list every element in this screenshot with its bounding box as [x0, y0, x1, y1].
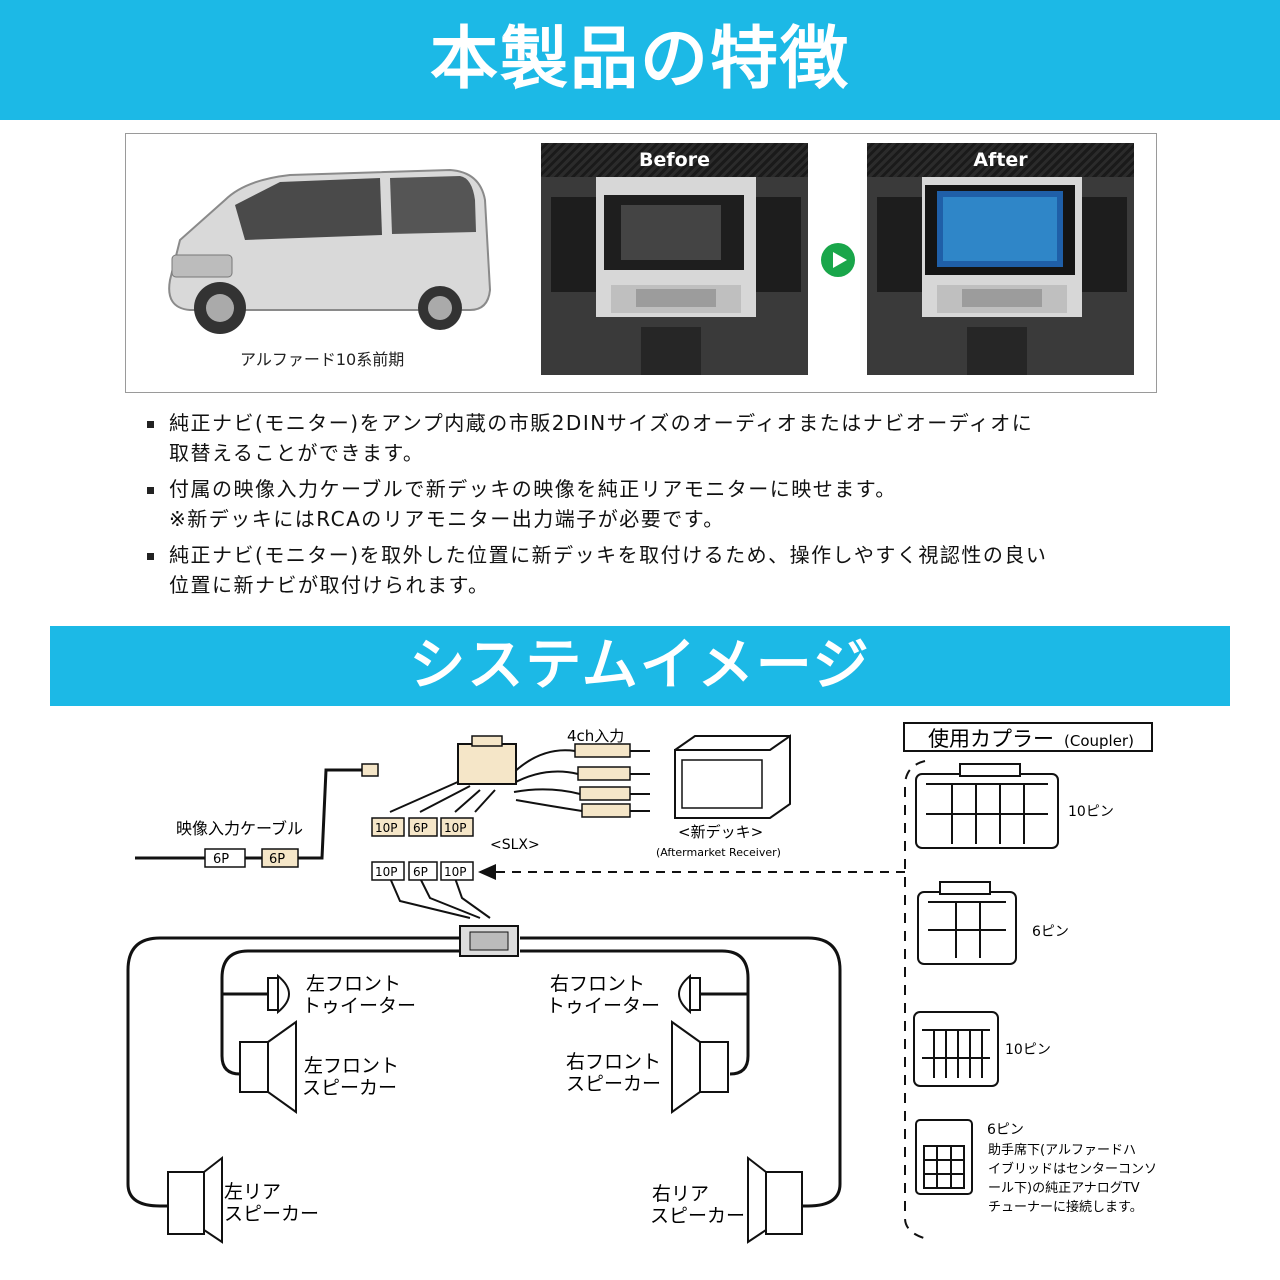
feature-text: 付属の映像入力ケーブルで新デッキの映像を純正リアモニターに映せます。	[169, 477, 897, 501]
rca-plug	[577, 766, 631, 781]
harness-lower	[389, 877, 491, 919]
rca-plug	[581, 803, 631, 818]
rca-cables	[509, 749, 583, 812]
left-front-speaker-label: 左フロント	[304, 1055, 399, 1077]
pin10-label: 10ピン	[1068, 804, 1114, 820]
label-6p: 6P	[413, 821, 428, 835]
after-label: After	[867, 143, 1134, 177]
left-front-speaker-label: スピーカー	[302, 1077, 397, 1099]
left-front-tweeter-label: 左フロント	[306, 973, 401, 995]
new-deck-en-label: (Aftermarket Receiver)	[656, 846, 781, 859]
input-4ch-label: 4ch入力	[567, 727, 624, 745]
wire-right-rear	[520, 936, 842, 1208]
label-10p: 10P	[375, 865, 398, 879]
wire-left-rear	[126, 936, 460, 1208]
rca-to-deck	[630, 750, 650, 812]
left-rear-speaker-label: 左リア	[224, 1181, 281, 1203]
coupler-6pin-b-icon	[915, 1119, 973, 1195]
label-10p: 10P	[444, 865, 467, 879]
coupler-10pin-b-icon	[913, 1011, 999, 1087]
coupler-title: 使用カプラー	[928, 727, 1054, 751]
pin6-note: ール下)の純正アナログTV	[988, 1181, 1140, 1196]
system-diagram: 6P 6P 映像入力ケーブル <SLX> 4ch入力 <新デッキ> (After…	[126, 722, 1157, 1244]
connector-10p	[440, 817, 474, 837]
pin10-label: 10ピン	[1005, 1042, 1051, 1058]
left-front-tweeter-label: トゥイーター	[302, 995, 416, 1017]
coupler-10pin-a-icon	[915, 763, 1059, 849]
label-6p: 6P	[269, 852, 285, 867]
feature-text: ※新デッキにはRCAのリアモニター出力端子が必要です。	[169, 507, 725, 531]
feature-item: 付属の映像入力ケーブルで新デッキの映像を純正リアモニターに映せます。 ※新デッキ…	[145, 474, 1145, 534]
right-rear-speaker-label: スピーカー	[650, 1205, 745, 1227]
coupler-en: (Coupler)	[1064, 732, 1134, 750]
video-plug-icon	[361, 763, 379, 777]
right-front-tweeter-label: 右フロント	[550, 973, 645, 995]
left-front-tweeter-icon	[267, 973, 290, 1015]
pin6-note: チューナーに接続します。	[988, 1199, 1143, 1215]
right-rear-speaker-icon	[747, 1155, 803, 1244]
slx-unit	[457, 743, 517, 785]
new-deck-label: <新デッキ>	[678, 823, 763, 841]
label-6p: 6P	[413, 865, 428, 879]
coupler-header	[903, 722, 1153, 752]
video-cable-label: 映像入力ケーブル	[176, 819, 303, 838]
rca-plug	[579, 786, 631, 801]
slx-label: <SLX>	[490, 837, 540, 853]
pin6-note: イブリッドはセンターコンソ	[988, 1161, 1157, 1177]
features-banner: 本製品の特徴	[0, 0, 1280, 120]
wire-right-front	[520, 949, 750, 1076]
feature-list: 純正ナビ(モニター)をアンプ内蔵の市販2DINサイズのオーディオまたはナビオーデ…	[145, 408, 1145, 606]
pin6-label: 6ピン	[1032, 924, 1069, 940]
connector-10p	[371, 861, 405, 881]
system-banner: システムイメージ	[50, 626, 1230, 706]
pin6-label: 6ピン	[987, 1122, 1024, 1138]
left-rear-speaker-icon	[167, 1155, 223, 1244]
play-arrow-icon	[821, 243, 855, 277]
pin6-note: 助手席下(アルファードハ	[988, 1142, 1136, 1158]
video-connector-6p-harness	[261, 848, 299, 868]
rca-plug	[574, 743, 631, 758]
connector-6p	[408, 861, 438, 881]
feature-text: 位置に新ナビが取付けられます。	[169, 573, 490, 597]
harness-upper	[389, 780, 496, 813]
wire-left-front	[220, 949, 460, 1076]
label-10p: 10P	[444, 821, 467, 835]
feature-text: 純正ナビ(モニター)を取外した位置に新デッキを取付けるため、操作しやすく視認性の…	[169, 543, 1048, 567]
right-front-tweeter-label: トゥイーター	[546, 995, 660, 1017]
connector-10p	[440, 861, 474, 881]
coupler-6pin-icon	[917, 881, 1017, 965]
right-front-speaker-label: スピーカー	[566, 1073, 661, 1095]
after-photo: After	[867, 143, 1134, 375]
car-illustration	[168, 168, 492, 334]
left-rear-speaker-label: スピーカー	[224, 1203, 319, 1225]
right-front-speaker-label: 右フロント	[566, 1051, 661, 1073]
before-photo: Before	[541, 143, 808, 375]
connector-10p	[371, 817, 405, 837]
feature-item: 純正ナビ(モニター)を取外した位置に新デッキを取付けるため、操作しやすく視認性の…	[145, 540, 1145, 600]
left-front-speaker-icon	[239, 1020, 297, 1114]
label-10p: 10P	[375, 821, 398, 835]
feature-text: 取替えることができます。	[169, 441, 425, 465]
before-label: Before	[541, 143, 808, 177]
feature-text: 純正ナビ(モニター)をアンプ内蔵の市販2DINサイズのオーディオまたはナビオーデ…	[169, 411, 1034, 435]
right-front-tweeter-icon	[678, 973, 701, 1015]
right-front-speaker-icon	[671, 1020, 729, 1114]
right-rear-speaker-label: 右リア	[652, 1183, 709, 1205]
connector-6p	[408, 817, 438, 837]
video-connector-6p	[204, 848, 246, 868]
feature-item: 純正ナビ(モニター)をアンプ内蔵の市販2DINサイズのオーディオまたはナビオーデ…	[145, 408, 1145, 468]
video-cable	[135, 768, 362, 860]
car-caption: アルファード10系前期	[240, 350, 405, 369]
label-6p: 6P	[213, 852, 229, 867]
